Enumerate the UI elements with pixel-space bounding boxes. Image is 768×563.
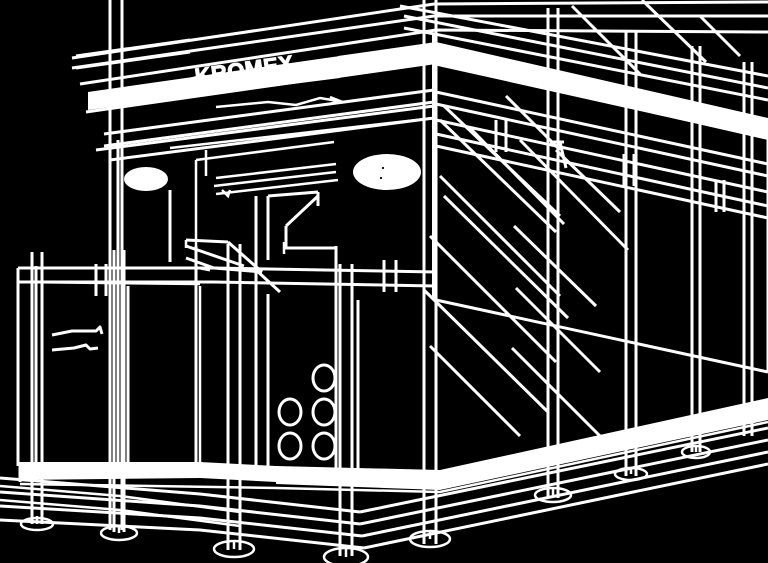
porthole-window — [277, 431, 303, 461]
sign-underline-flourish — [215, 96, 339, 109]
porthole-group — [277, 363, 337, 461]
porthole-window — [311, 431, 337, 461]
storefront-facade — [95, 34, 436, 300]
wedge-logo-mark — [140, 76, 196, 92]
porthole-window — [277, 397, 303, 427]
base-plinth — [18, 398, 768, 494]
scaffold-base-plates — [19, 444, 712, 563]
recessed-entrance — [168, 189, 336, 290]
ceiling-light-left — [124, 167, 168, 191]
diagonal-braces — [422, 0, 742, 438]
ground-cross-rails — [0, 484, 241, 528]
porthole-window — [311, 397, 337, 427]
transom-stubs — [94, 120, 726, 296]
porthole-window — [311, 363, 337, 393]
ceiling-light-right — [353, 154, 421, 190]
right-side-wall — [435, 62, 768, 374]
handwritten-panel-marks — [51, 325, 104, 352]
